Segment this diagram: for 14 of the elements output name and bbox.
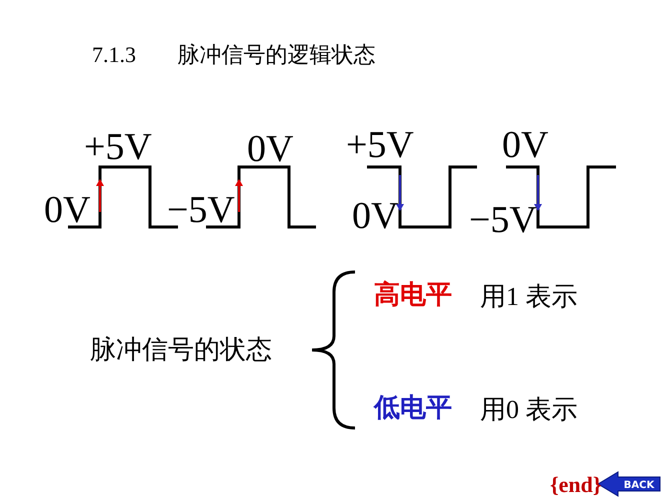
voltage-label: 0V bbox=[44, 191, 90, 229]
voltage-label: 0V bbox=[502, 126, 548, 164]
meaning-text: 用0 表示 bbox=[480, 397, 578, 423]
voltage-label: −5V bbox=[167, 191, 235, 229]
voltage-label: −5V bbox=[469, 201, 537, 239]
voltage-label: +5V bbox=[84, 128, 152, 166]
level-label: 低电平 bbox=[374, 395, 452, 421]
voltage-label: +5V bbox=[346, 126, 414, 164]
state-text: 脉冲信号的状态 bbox=[90, 337, 272, 363]
voltage-label: 0V bbox=[352, 197, 398, 235]
title: 7.1.3 脉冲信号的逻辑状态 bbox=[92, 44, 376, 66]
meaning-text: 用1 表示 bbox=[480, 284, 578, 310]
level-label: 高电平 bbox=[374, 282, 452, 308]
voltage-label: 0V bbox=[247, 130, 294, 168]
